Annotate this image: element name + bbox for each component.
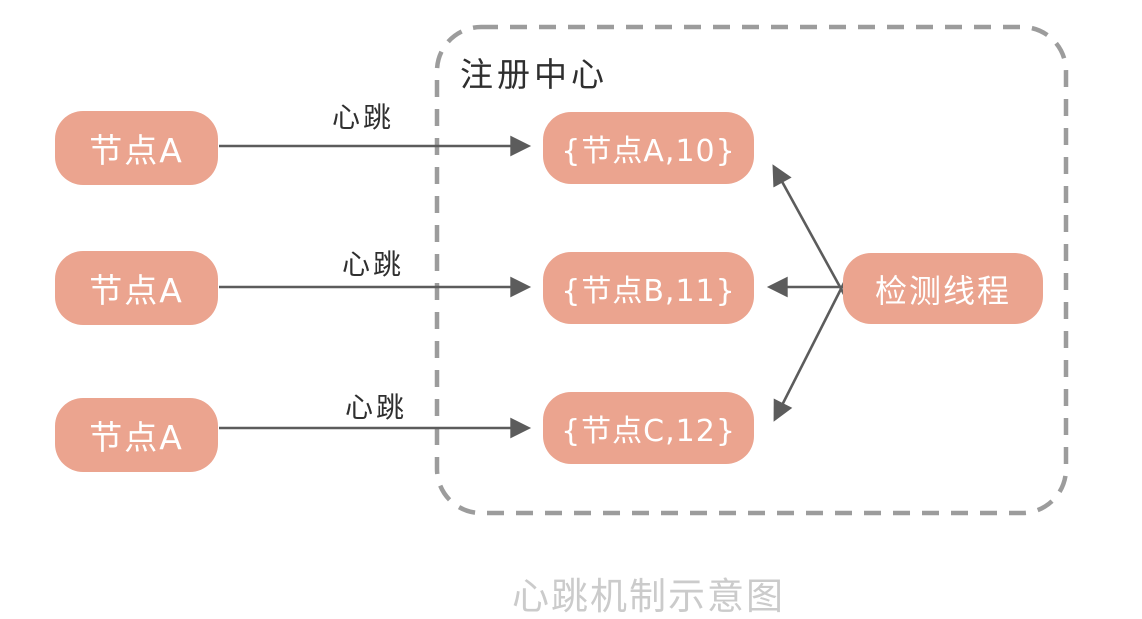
detector-thread-label: 检测线程 [874,271,1011,310]
node-label: 节点A [89,418,184,457]
registry-entry-label: {节点B,11} [561,274,736,309]
registry-entry-label: {节点C,12} [561,414,736,449]
registry-entry-box-2: {节点B,11} [543,252,754,324]
node-box-3: 节点A [55,398,218,472]
detector-arrow-to-entry-a [772,164,847,297]
registry-entry-box-1: {节点A,10} [543,112,754,184]
node-label: 节点A [89,271,184,310]
node-label: 节点A [89,131,184,170]
detector-arrow-to-entry-c [773,280,847,422]
registry-dashed-border [434,24,1069,516]
detector-thread-box: 检测线程 [843,253,1043,324]
heartbeat-label-3: 心跳 [344,391,407,424]
registry-center-label: 注册中心 [460,55,608,94]
diagram-caption: 心跳机制示意图 [512,575,785,618]
node-box-2: 节点A [55,251,218,325]
registry-entry-box-3: {节点C,12} [543,392,754,464]
heartbeat-label-2: 心跳 [341,248,404,281]
node-box-1: 节点A [55,111,218,185]
registry-entry-label: {节点A,10} [561,134,736,169]
heartbeat-label-1: 心跳 [331,101,394,134]
